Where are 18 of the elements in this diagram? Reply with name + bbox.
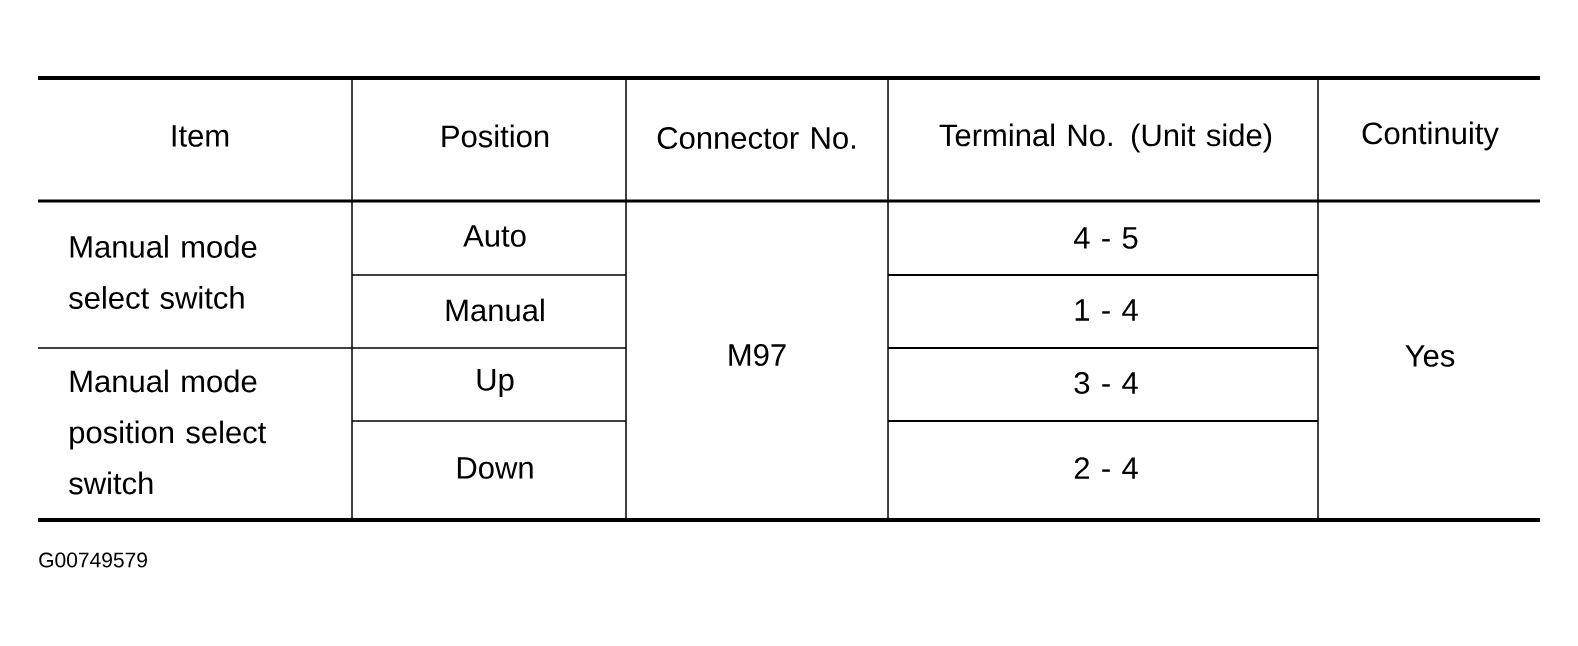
header-cell: Item <box>172 125 229 147</box>
header-cell: Connector No. <box>657 127 855 149</box>
table-cell: Yes <box>1405 345 1455 367</box>
table-cell: Up <box>477 369 514 397</box>
table-cell: Auto <box>463 225 526 247</box>
table-cell: 4 - 5 <box>1074 227 1138 249</box>
table-cell: Down <box>457 457 533 479</box>
table-cell: Manual <box>446 298 544 322</box>
table-cell: 2 - 4 <box>1074 457 1138 479</box>
table-cell: 1 - 4 <box>1075 299 1138 321</box>
table-cell: 3 - 4 <box>1074 372 1138 394</box>
header-cell: Position <box>442 124 549 148</box>
figure-id: G00749579 <box>39 552 147 568</box>
header-cell: Continuity <box>1362 121 1499 151</box>
table-cell: M97 <box>729 344 786 366</box>
header-cell: Terminal No. (Unit side) <box>939 123 1272 153</box>
table-cell: Manual mode position select switch <box>69 369 267 495</box>
table-cell: Manual mode select switch <box>69 235 257 309</box>
